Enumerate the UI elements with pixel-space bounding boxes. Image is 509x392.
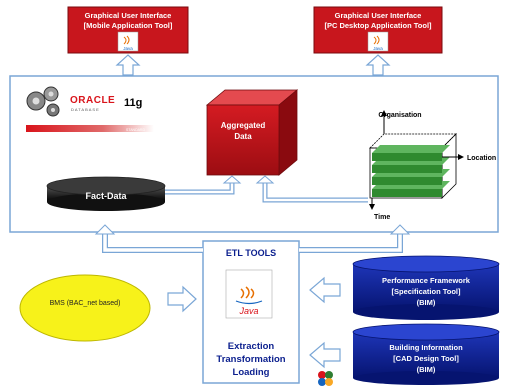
etl-step-loading: Loading [233, 367, 270, 378]
bms-label: BMS (BAC_net based) [50, 300, 121, 307]
axis-time: Time [374, 214, 390, 221]
olap-cube: Organisation Location Time [369, 110, 496, 221]
arrow-etl-to-olap [299, 224, 411, 253]
performance-line1: Performance Framework [382, 276, 471, 285]
etl-title: ETL TOOLS [226, 248, 276, 258]
arrow-olap-to-aggregated [255, 175, 368, 203]
arrow-bms-to-etl [167, 285, 197, 313]
gears-icon [26, 86, 60, 117]
java-icon-label: Java [373, 46, 383, 51]
java-icon: Java [117, 31, 139, 52]
gui-desktop-box: Graphical User Interface [PC Desktop App… [313, 6, 443, 54]
arrow-up-to-mobile [115, 54, 141, 76]
building-line1: Building Information [389, 343, 463, 352]
etl-step-transformation: Transformation [216, 354, 285, 365]
oracle-product: DATABASE [71, 107, 100, 112]
building-line3: (BIM) [417, 365, 436, 374]
fact-data-label: Fact-Data [85, 191, 127, 201]
performance-line2: [Specification Tool] [391, 287, 461, 296]
aggregated-line1: Aggregated [221, 121, 266, 130]
etl-java-label: Java [238, 306, 258, 316]
building-information-cylinder: Building Information [CAD Design Tool] (… [352, 323, 500, 385]
etl-step-extraction: Extraction [228, 341, 275, 352]
oracle-database-logo: ORACLE DATABASE 11g STANDARD [26, 86, 154, 132]
cad-logo-icon [318, 371, 333, 386]
arrow-building-to-etl [309, 341, 341, 369]
performance-line3: (BIM) [417, 298, 436, 307]
gui-desktop-subtitle: [PC Desktop Application Tool] [324, 21, 432, 30]
aggregated-line2: Data [234, 132, 252, 141]
building-line2: [CAD Design Tool] [393, 354, 459, 363]
gui-mobile-title: Graphical User Interface [85, 11, 172, 20]
java-icon-label: Java [123, 46, 133, 51]
aggregated-data-cube: Aggregated Data [205, 89, 299, 176]
oracle-version: 11g [124, 97, 142, 109]
arrow-etl-to-factdata [94, 224, 203, 253]
arrow-factdata-to-aggregated [165, 175, 242, 195]
bms-source: BMS (BAC_net based) [19, 274, 151, 342]
gui-mobile-subtitle: [Mobile Application Tool] [84, 21, 173, 30]
fact-data-cylinder: Fact-Data [46, 176, 166, 211]
performance-framework-cylinder: Performance Framework [Specification Too… [352, 255, 500, 320]
oracle-brand: ORACLE [70, 95, 115, 106]
gui-desktop-title: Graphical User Interface [335, 11, 422, 20]
java-icon: Java [225, 269, 273, 319]
gui-mobile-box: Graphical User Interface [Mobile Applica… [67, 6, 189, 54]
oracle-edition: STANDARD [126, 128, 145, 132]
java-icon: Java [367, 31, 389, 52]
arrow-performance-to-etl [309, 276, 341, 304]
green-data-bars [372, 145, 450, 197]
axis-location: Location [467, 155, 496, 162]
arrow-up-to-desktop [365, 54, 391, 76]
axis-organisation: Organisation [378, 112, 421, 119]
etl-tools-box: ETL TOOLS Java Extraction Transformation… [202, 240, 300, 384]
